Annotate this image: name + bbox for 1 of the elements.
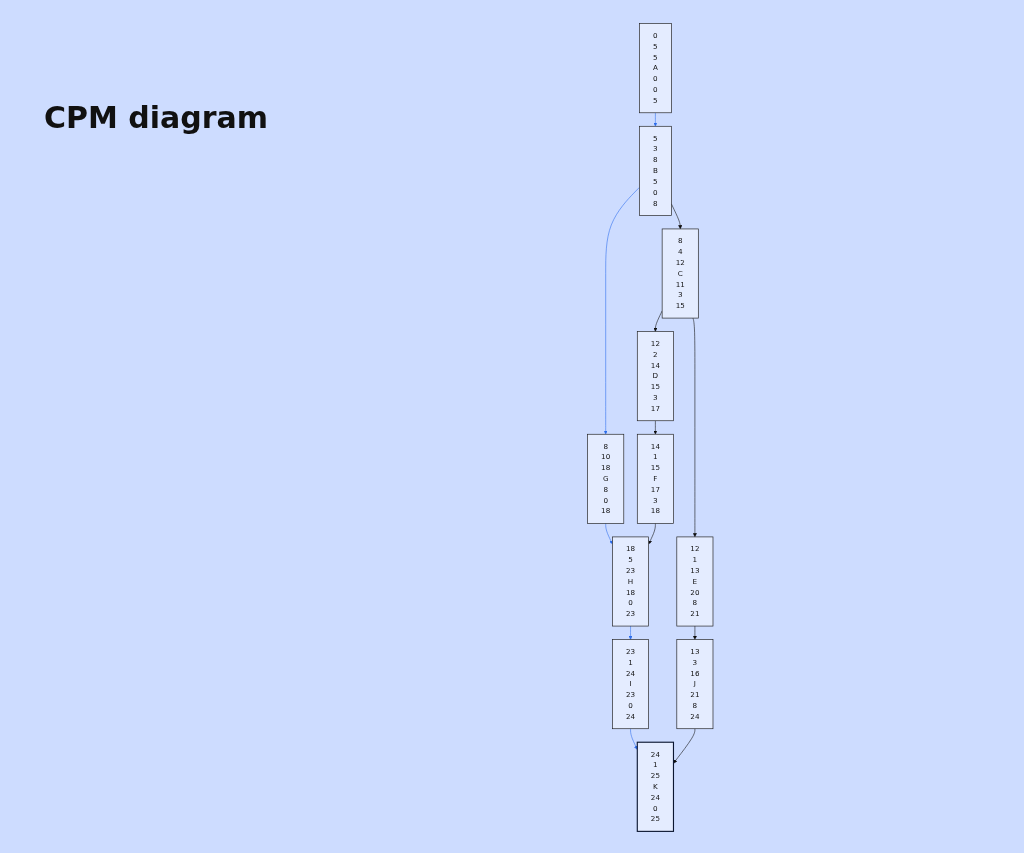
diagram-title: CPM diagram — [44, 100, 269, 135]
